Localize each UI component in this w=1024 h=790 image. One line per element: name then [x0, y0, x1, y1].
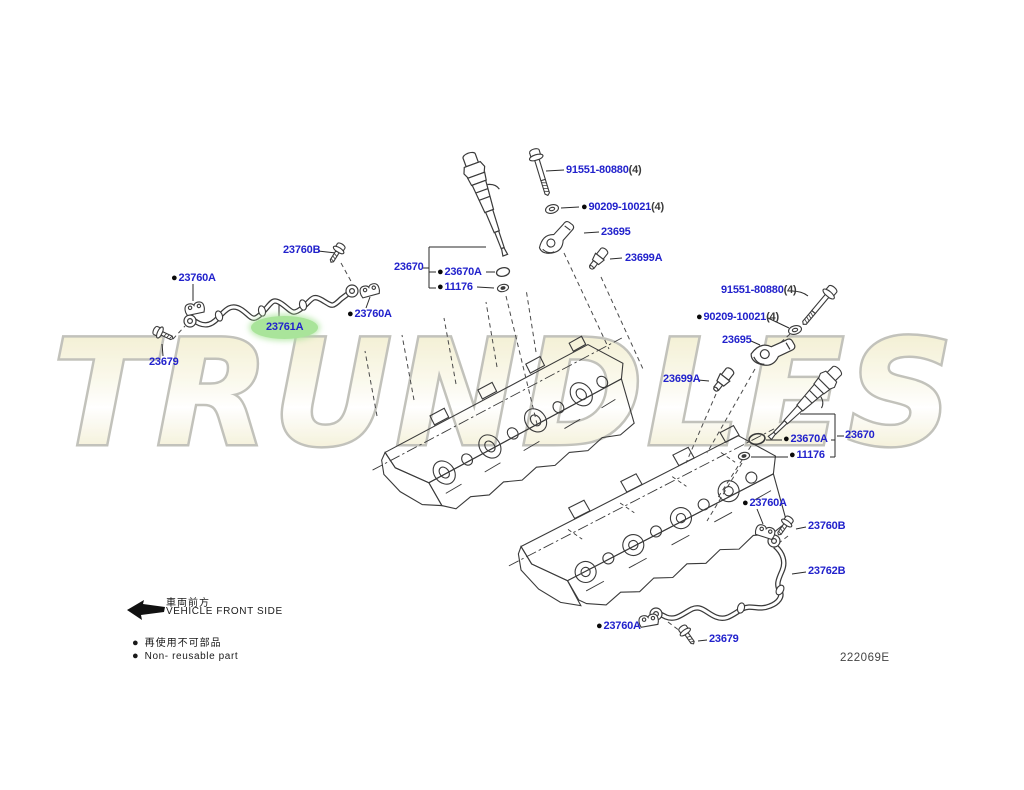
diagram-code: 222069E: [840, 652, 890, 664]
part-label-23695-right[interactable]: 23695: [722, 335, 752, 346]
part-number-text: 23670A: [790, 433, 828, 445]
part-number-text: 90209-10021: [588, 201, 652, 213]
part-number-text: 23699A: [625, 252, 663, 264]
part-quantity-text: (4): [651, 201, 664, 213]
non-reusable-bullet-icon: ●: [789, 449, 796, 461]
front-direction-arrow-icon: [127, 600, 165, 620]
non-reusable-bullet-icon: ●: [437, 281, 444, 293]
part-number-text: 23761A: [266, 321, 304, 333]
legend-nonreuse-en: Non- reusable part: [144, 651, 239, 662]
part-label-23760B-left[interactable]: 23760B: [283, 244, 321, 256]
part-number-text: 23699A: [663, 373, 701, 385]
part-number-text: 23695: [722, 334, 752, 346]
part-label-23670A-right[interactable]: ●23670A: [783, 434, 828, 445]
non-reusable-bullet-icon: ●: [581, 201, 588, 213]
part-number-text: 23670A: [444, 266, 482, 278]
part-label-91551-80880-right[interactable]: 91551-80880(4): [721, 285, 797, 296]
part-label-23695-top[interactable]: 23695: [601, 227, 631, 238]
part-number-text: 91551-80880: [721, 284, 784, 296]
part-label-23760A-bottom[interactable]: ●23760A: [596, 621, 641, 632]
part-label-23760A-left[interactable]: ●23760A: [171, 273, 216, 284]
legend-nonreuse-jp: 再使用不可部品: [144, 638, 222, 649]
part-label-23670A-left[interactable]: ●23670A: [437, 267, 482, 278]
part-quantity-text: (4): [783, 284, 797, 296]
part-number-text: 23679: [149, 356, 179, 368]
non-reusable-bullet-icon: ●: [437, 266, 444, 278]
legend-front-en: VEHICLE FRONT SIDE: [166, 606, 283, 617]
part-label-23761A-highlight[interactable]: 23761A: [251, 316, 319, 339]
part-label-23679-right[interactable]: 23679: [709, 634, 739, 645]
part-quantity-text: (4): [628, 164, 642, 176]
part-label-23762B[interactable]: 23762B: [808, 565, 846, 577]
part-label-23699A-top[interactable]: 23699A: [625, 252, 663, 264]
part-label-11176-right[interactable]: ●11176: [789, 450, 825, 461]
non-reusable-bullet-icon: ●: [132, 637, 139, 649]
non-reusable-bullet-icon: ●: [347, 308, 354, 320]
non-reusable-bullet-icon: ●: [132, 650, 139, 662]
part-number-text: 11176: [444, 281, 473, 293]
part-label-23760A-br-top[interactable]: ●23760A: [742, 498, 787, 509]
part-label-23760B-right[interactable]: 23760B: [808, 520, 846, 532]
part-label-23679-left[interactable]: 23679: [149, 357, 179, 368]
part-label-11176-left[interactable]: ●11176: [437, 282, 473, 293]
part-label-23670-left[interactable]: 23670: [394, 262, 424, 273]
part-number-text: 23760A: [749, 497, 787, 509]
non-reusable-bullet-icon: ●: [171, 272, 178, 284]
part-number-text: 23670: [845, 429, 875, 441]
fuel-pipe-23762B-drawing: [649, 534, 787, 622]
part-number-text: 11176: [796, 449, 825, 461]
non-reusable-bullet-icon: ●: [783, 433, 790, 445]
part-number-text: 23760A: [354, 308, 392, 320]
part-number-text: 23670: [394, 261, 424, 273]
part-label-23670-right[interactable]: 23670: [845, 430, 875, 441]
fuel-pipe-23761A-drawing: [183, 284, 359, 328]
part-label-91551-80880-top[interactable]: 91551-80880(4): [566, 165, 642, 176]
part-number-text: 23760A: [178, 272, 216, 284]
part-number-text: 23760B: [283, 244, 321, 256]
part-number-text: 23679: [709, 633, 739, 645]
watermark: TRUNDLES: [53, 309, 957, 479]
leader-lines: [161, 169, 844, 642]
part-label-90209-10021-right[interactable]: ●90209-10021(4): [696, 312, 779, 323]
cylinder-head-upper-drawing: [372, 335, 635, 510]
part-number-text: 90209-10021: [703, 311, 767, 323]
cylinder-head-lower-drawing: [508, 424, 788, 607]
legend-front-jp: 車両前方: [166, 598, 210, 609]
dashed-leader-lines: [172, 252, 791, 632]
part-number-text: 91551-80880: [566, 164, 629, 176]
part-label-23760A-mid[interactable]: ●23760A: [347, 309, 392, 320]
non-reusable-bullet-icon: ●: [596, 620, 603, 632]
non-reusable-bullet-icon: ●: [696, 311, 703, 323]
part-number-text: 23695: [601, 226, 631, 238]
part-number-text: 23762B: [808, 565, 846, 577]
part-quantity-text: (4): [766, 311, 779, 323]
part-label-23699A-right[interactable]: 23699A: [663, 373, 701, 385]
part-number-text: 23760B: [808, 520, 846, 532]
part-number-text: 23760A: [603, 620, 641, 632]
part-label-90209-10021-top[interactable]: ●90209-10021(4): [581, 202, 664, 213]
non-reusable-bullet-icon: ●: [742, 497, 749, 509]
